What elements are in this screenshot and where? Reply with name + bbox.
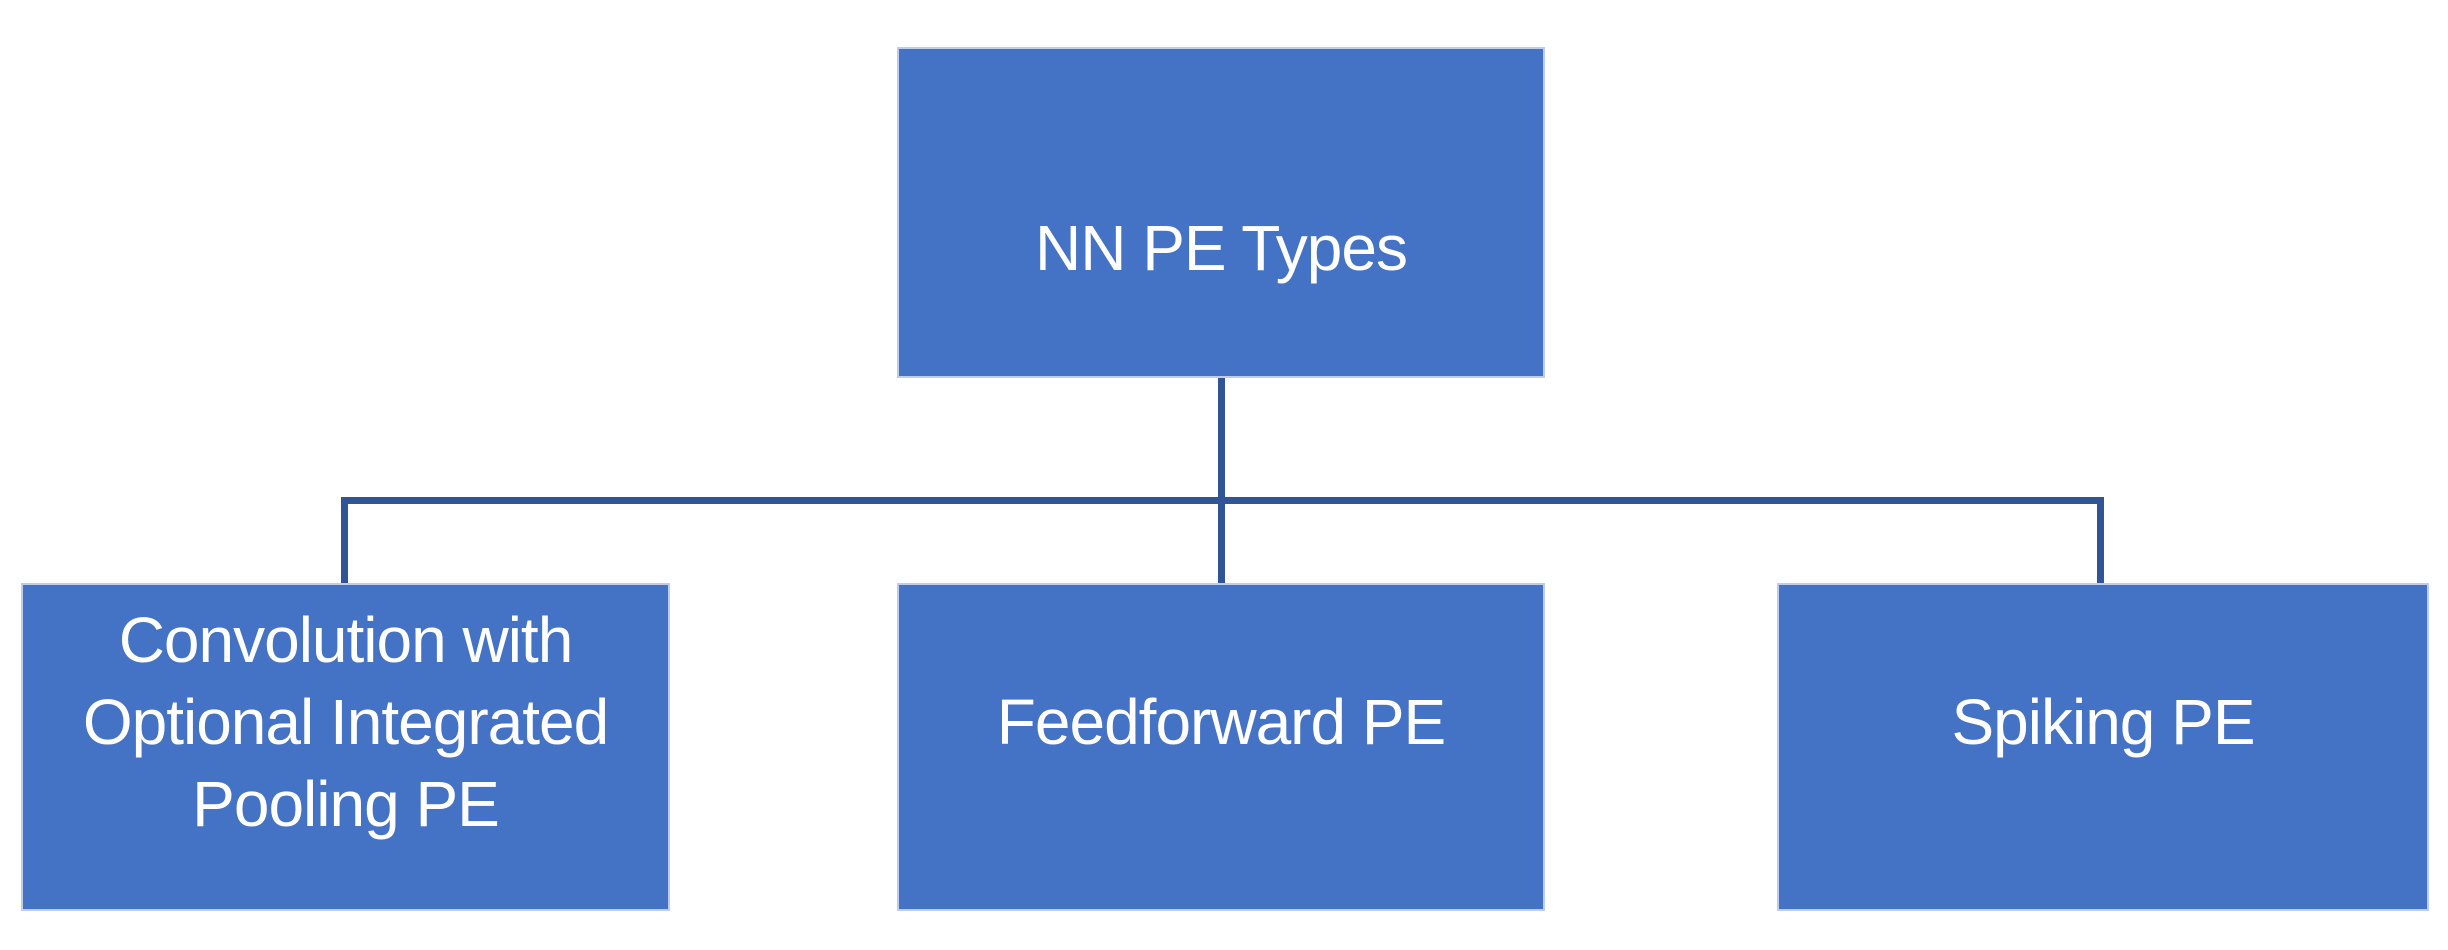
node-spiking-pe-label: Spiking PE bbox=[1951, 686, 2255, 758]
node-convolution-pooling-pe: Convolution with Optional Integrated Poo… bbox=[21, 583, 670, 911]
node-nn-pe-types-label: NN PE Types bbox=[1035, 211, 1408, 284]
connector-horizontal-bar bbox=[341, 497, 2104, 504]
connector-drop-right bbox=[2097, 497, 2104, 583]
node-nn-pe-types: NN PE Types bbox=[897, 47, 1545, 378]
node-feedforward-pe: Feedforward PE bbox=[897, 583, 1545, 911]
node-spiking-pe: Spiking PE bbox=[1777, 583, 2429, 911]
connector-drop-left bbox=[341, 497, 348, 583]
connector-trunk-line bbox=[1218, 378, 1225, 583]
node-convolution-pooling-pe-label: Convolution with Optional Integrated Poo… bbox=[82, 604, 609, 840]
node-feedforward-pe-label: Feedforward PE bbox=[996, 686, 1446, 758]
